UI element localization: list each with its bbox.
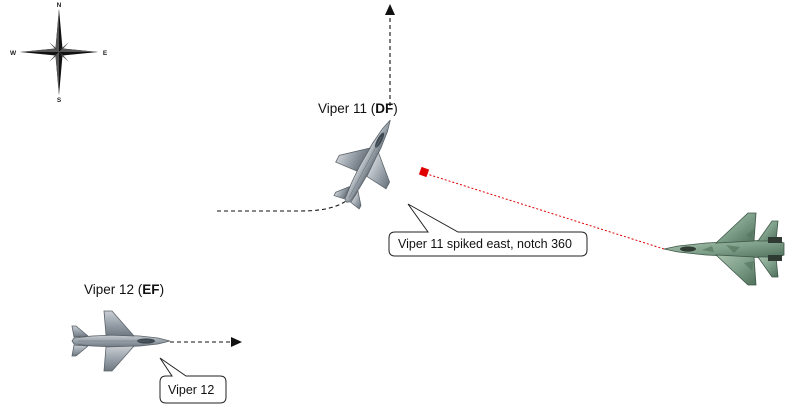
- viper11-f16-jet-icon: [320, 106, 416, 217]
- viper11-arrowhead: [385, 4, 395, 15]
- radar-lock-marker: [418, 166, 430, 178]
- viper12-arrowhead: [231, 337, 242, 347]
- compass-rose-icon: N S E W: [10, 2, 108, 104]
- viper11-callsign: Viper 11: [318, 101, 368, 116]
- viper12-callout-text: Viper 12: [168, 383, 214, 397]
- viper12-callsign: Viper 12: [84, 282, 135, 297]
- compass-north-label: N: [57, 2, 62, 9]
- compass-south-label: S: [57, 97, 62, 104]
- viper11-role: DF: [375, 101, 394, 116]
- compass-east-label: E: [103, 50, 108, 57]
- radar-lock-line: [426, 173, 665, 250]
- viper12-label: Viper 12 (EF): [84, 282, 165, 297]
- viper11-label: Viper 11 (DF): [318, 101, 398, 116]
- viper11-callout: Viper 11 spiked east, notch 360: [388, 203, 588, 257]
- compass-west-label: W: [10, 50, 17, 57]
- bandit-mig29-jet-icon: [663, 212, 785, 286]
- viper11-callout-text: Viper 11 spiked east, notch 360: [398, 237, 572, 251]
- viper12-f16-jet-icon: [71, 310, 171, 372]
- viper11-track: [217, 191, 357, 212]
- viper12-callout: Viper 12: [159, 357, 227, 404]
- viper12-role: EF: [142, 282, 160, 297]
